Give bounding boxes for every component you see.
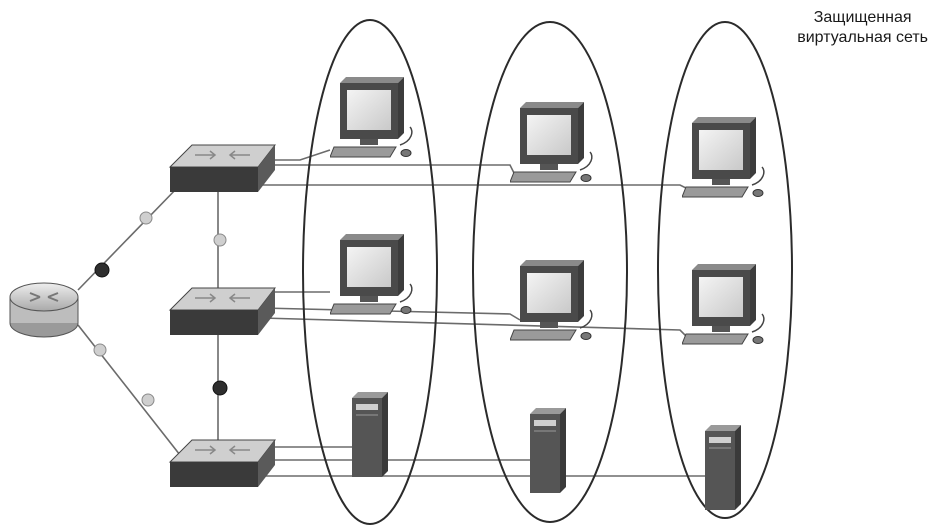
server-tower-icon [705, 425, 741, 510]
caption-line-1: Защищенная [813, 9, 912, 26]
vlan-ellipse-2 [472, 21, 628, 523]
computer-icon [330, 76, 413, 158]
server-tower-icon [352, 392, 388, 477]
link-dot [94, 262, 110, 278]
router-top-switch-cable [77, 184, 181, 291]
switch-icon [168, 287, 277, 335]
trunk-dot [213, 233, 227, 247]
computer-icon [510, 259, 593, 341]
computer-icon [510, 101, 593, 183]
vlan-caption: Защищенная виртуальная сеть [797, 8, 928, 48]
trunk-dot [141, 393, 155, 407]
server-tower-icon [530, 408, 566, 493]
computer-icon [682, 116, 765, 198]
link-dot [212, 380, 228, 396]
top-switch-to-pc2-cable [258, 164, 516, 176]
trunk-dot [93, 343, 107, 357]
caption-line-2: виртуальная сеть [797, 29, 928, 46]
vlan-ellipse-1 [302, 19, 438, 525]
trunk-dot [139, 211, 153, 225]
trunk-port-markers [93, 211, 227, 407]
router-icon [9, 282, 79, 338]
computer-icon [330, 233, 413, 315]
computer-icon [682, 263, 765, 345]
vlan-ellipses [302, 19, 793, 525]
top-switch-to-pc3-cable [258, 184, 691, 191]
switch-icon [168, 439, 277, 487]
access-port-markers [94, 262, 228, 396]
router-bottom-switch-cable [77, 324, 181, 456]
switch-icon [168, 144, 277, 192]
vlan-ellipse-3 [657, 21, 793, 519]
